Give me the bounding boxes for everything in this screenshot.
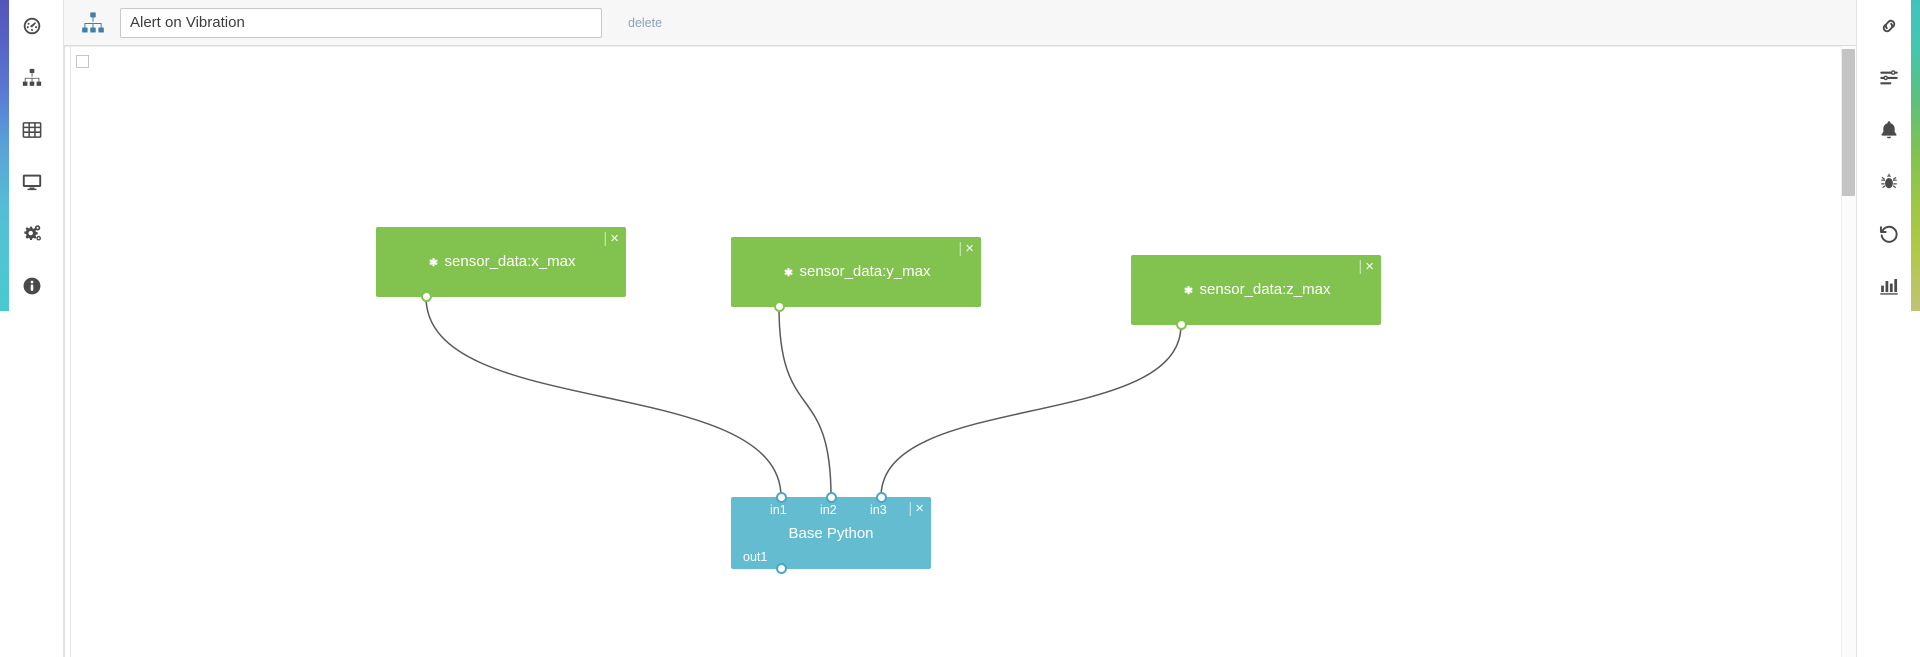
asterisk-icon <box>1182 282 1195 299</box>
grid-icon <box>22 122 42 138</box>
node-output-port-out1[interactable] <box>775 563 787 574</box>
sitemap-icon <box>22 68 42 86</box>
node-input-label-in1: in1 <box>770 503 787 517</box>
sitemap-icon <box>82 11 104 33</box>
node-close-glyph: × <box>1365 258 1375 275</box>
asterisk-icon <box>427 254 440 271</box>
flow-name-input[interactable] <box>120 7 602 38</box>
sidebar-item-tables[interactable] <box>18 116 46 144</box>
asterisk-icon <box>784 267 793 276</box>
node-title: sensor_data:z_max <box>1131 281 1381 299</box>
gears-icon <box>24 225 41 241</box>
panel-item-debug[interactable] <box>1875 168 1903 196</box>
node-close-divider: | <box>603 230 609 247</box>
canvas-vertical-scrollbar[interactable] <box>1841 46 1856 657</box>
panel-item-connections[interactable] <box>1875 12 1903 40</box>
node-title: sensor_data:y_max <box>731 263 981 281</box>
node-close-icon[interactable]: |× <box>1358 259 1375 274</box>
panel-item-history[interactable] <box>1875 220 1903 248</box>
node-output-port[interactable] <box>773 301 785 312</box>
bug-icon <box>1881 173 1897 189</box>
asterisk-icon <box>429 257 438 266</box>
canvas-scrollbar-thumb[interactable] <box>1842 49 1855 196</box>
gauge-icon <box>23 17 41 35</box>
monitor-icon <box>22 174 42 191</box>
panel-item-alerts[interactable] <box>1875 116 1903 144</box>
node-close-glyph: × <box>610 230 620 247</box>
asterisk-icon <box>782 264 795 281</box>
node-close-glyph: × <box>915 500 925 517</box>
sidebar-item-settings[interactable] <box>18 220 46 248</box>
node-input-label-in3: in3 <box>870 503 887 517</box>
link-icon <box>1882 19 1896 33</box>
node-output-port[interactable] <box>420 291 432 302</box>
panel-item-analytics[interactable] <box>1875 272 1903 300</box>
flow-canvas[interactable]: |×sensor_data:x_max|×sensor_data:y_max|×… <box>64 46 1856 657</box>
node-title: sensor_data:x_max <box>376 253 626 271</box>
info-icon <box>23 277 41 295</box>
node-close-icon[interactable]: |× <box>603 231 620 246</box>
flow-node-sensor-data-z-max[interactable]: |× sensor_data:z_max <box>1131 255 1381 330</box>
node-input-port-in2[interactable] <box>825 492 837 503</box>
asterisk-icon <box>1184 285 1193 294</box>
flow-type-icon <box>80 10 106 36</box>
node-input-port-in3[interactable] <box>875 492 887 503</box>
node-close-divider: | <box>1358 258 1364 275</box>
sidebar-item-info[interactable] <box>18 272 46 300</box>
node-close-icon[interactable]: |× <box>958 241 975 256</box>
delete-flow-link[interactable]: delete <box>628 15 663 30</box>
sliders-icon <box>1880 70 1898 85</box>
node-title: Base Python <box>788 525 874 542</box>
node-output-port[interactable] <box>1175 319 1187 330</box>
node-title-text: sensor_data:y_max <box>799 263 931 280</box>
node-title-text: sensor_data:z_max <box>1199 281 1331 298</box>
node-close-icon[interactable]: |× <box>908 501 925 516</box>
flow-node-sensor-data-x-max[interactable]: |× sensor_data:x_max <box>376 227 626 302</box>
barchart-icon <box>1880 279 1898 295</box>
canvas-inner-border <box>70 46 1856 657</box>
bell-icon <box>1881 121 1897 139</box>
sidebar-item-dashboard[interactable] <box>18 12 46 40</box>
left-accent-gradient <box>0 0 9 311</box>
sidebar-item-flows[interactable] <box>18 64 46 92</box>
node-input-port-in1[interactable] <box>775 492 787 503</box>
node-title-text: sensor_data:x_max <box>444 253 576 270</box>
flow-node-sensor-data-y-max[interactable]: |× sensor_data:y_max <box>731 237 981 312</box>
canvas-resize-handle[interactable] <box>76 55 89 68</box>
panel-item-parameters[interactable] <box>1875 64 1903 92</box>
node-close-divider: | <box>958 240 964 257</box>
node-output-label-out1: out1 <box>743 550 768 564</box>
right-sidebar <box>1856 0 1920 657</box>
node-close-glyph: × <box>965 240 975 257</box>
right-accent-gradient <box>1911 0 1920 311</box>
top-toolbar: delete <box>64 0 1856 46</box>
node-input-label-in2: in2 <box>820 503 837 517</box>
left-sidebar <box>0 0 64 657</box>
history-icon <box>1879 225 1898 243</box>
node-close-divider: | <box>908 500 914 517</box>
sidebar-item-devices[interactable] <box>18 168 46 196</box>
